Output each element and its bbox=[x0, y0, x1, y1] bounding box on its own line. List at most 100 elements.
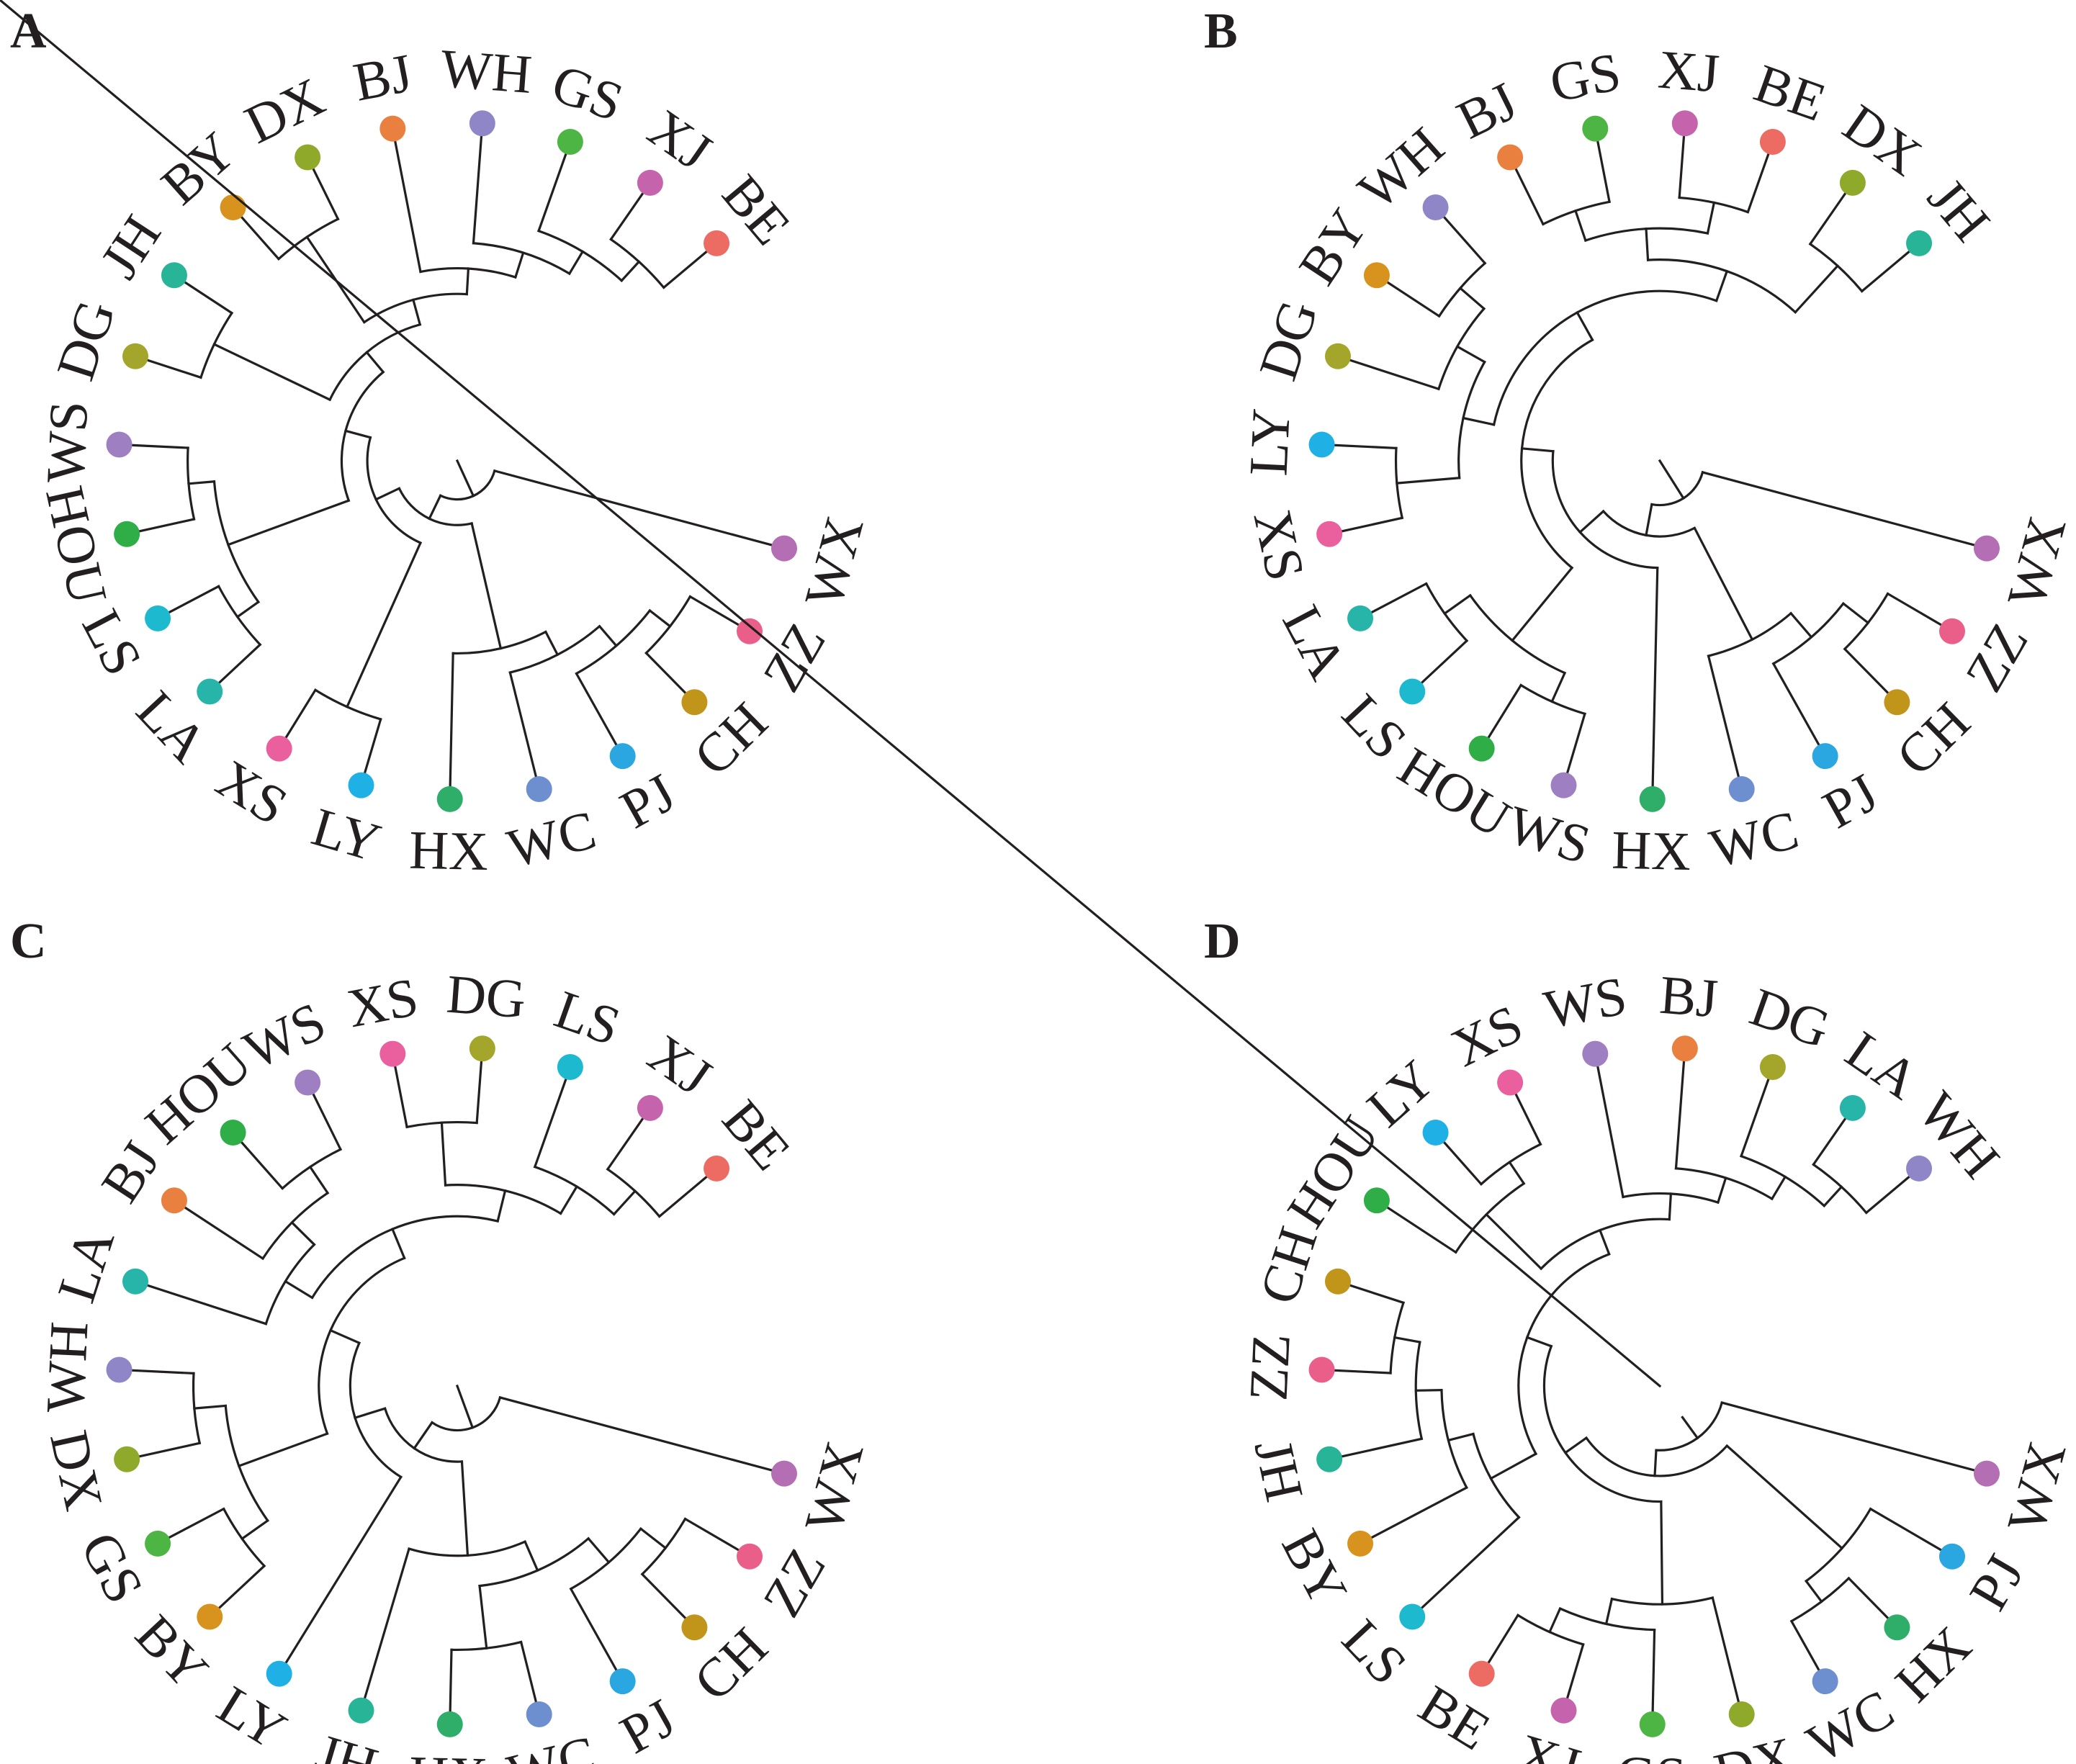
tip-label-xj: XJ bbox=[1511, 1722, 1587, 1764]
tree-branch bbox=[374, 487, 401, 501]
tip-label-wc: WC bbox=[502, 1724, 602, 1764]
tree-arc bbox=[1542, 1344, 1663, 1503]
tip-label-xj: XJ bbox=[637, 1023, 722, 1107]
tree-arc bbox=[419, 266, 517, 279]
tree-branch bbox=[508, 671, 541, 791]
tree-branch bbox=[1447, 1432, 1475, 1442]
tree-branch bbox=[1770, 1175, 1787, 1201]
tree-arc bbox=[277, 217, 340, 261]
tree-branch bbox=[354, 1407, 387, 1420]
tip-dot-pj bbox=[1939, 1543, 1966, 1570]
tip-label-xs: XS bbox=[343, 966, 423, 1039]
tree-arc bbox=[397, 487, 474, 526]
tree-arc bbox=[1584, 1436, 1729, 1477]
tree-arc bbox=[222, 1507, 266, 1568]
tip-label-pj: PJ bbox=[611, 762, 686, 840]
tip-dot-bj bbox=[379, 115, 406, 142]
tip-dot-ch bbox=[681, 689, 708, 716]
tip-dot-wh bbox=[1906, 1155, 1933, 1182]
tip-dot-wc bbox=[526, 1701, 552, 1728]
tree-branch bbox=[212, 342, 332, 402]
tree-branch bbox=[1805, 1579, 1823, 1603]
tree-arc bbox=[1394, 446, 1404, 520]
tree-branch bbox=[1455, 345, 1486, 364]
tree-branch bbox=[237, 1432, 329, 1468]
tip-dot-ws bbox=[106, 431, 132, 458]
tip-dot-gs bbox=[557, 128, 583, 155]
tip-label-bj: BJ bbox=[90, 1131, 172, 1212]
tree-branch bbox=[472, 122, 484, 245]
tree-arc bbox=[261, 1191, 330, 1261]
tree-branch bbox=[648, 608, 672, 629]
tree-arc bbox=[1440, 1388, 1468, 1490]
tree-branch bbox=[569, 1587, 624, 1683]
tree-arc bbox=[1454, 1182, 1526, 1254]
tip-dot-wc bbox=[1728, 776, 1755, 803]
tree-branch bbox=[343, 429, 372, 439]
tree-branch bbox=[226, 499, 351, 546]
tip-label-ls: LS bbox=[71, 600, 154, 685]
tip-dot-by bbox=[1363, 262, 1390, 289]
tree-arc bbox=[1492, 289, 1718, 426]
tree-arc bbox=[1519, 683, 1586, 716]
tree-branch bbox=[449, 652, 454, 801]
tree-arc bbox=[1808, 242, 1864, 293]
tree-branch bbox=[544, 630, 560, 657]
tree-branch bbox=[1823, 1185, 1843, 1208]
tip-dot-hx bbox=[436, 1711, 463, 1737]
tip-label-be: BE bbox=[1747, 53, 1833, 133]
tip-label-hx: HX bbox=[1611, 820, 1691, 882]
tree-arc bbox=[1771, 601, 1846, 665]
tree-branch bbox=[1393, 1336, 1421, 1344]
tree-branch bbox=[1841, 601, 1870, 625]
tip-dot-ly bbox=[348, 772, 374, 798]
tree-arc bbox=[1805, 1507, 1872, 1583]
tip-dot-wh bbox=[469, 110, 495, 137]
tree-arc bbox=[1520, 338, 1594, 570]
tree-branch bbox=[586, 1536, 611, 1565]
tree-arc bbox=[1551, 449, 1659, 570]
tree-arc bbox=[1541, 200, 1611, 226]
tree-branch bbox=[413, 1421, 434, 1450]
tip-dot-dg bbox=[469, 1035, 495, 1062]
tip-dot-ly bbox=[1308, 431, 1335, 458]
tip-label-wc: WC bbox=[1704, 799, 1805, 879]
tip-dot-ly bbox=[1422, 1119, 1449, 1146]
tree-branch bbox=[1336, 354, 1440, 391]
tree-branch bbox=[1525, 1336, 1553, 1348]
tree-branch bbox=[187, 480, 216, 485]
tree-arc bbox=[224, 1404, 269, 1523]
tip-label-ly: LY bbox=[207, 1675, 297, 1762]
tip-label-xj: XJ bbox=[1656, 39, 1721, 104]
tip-dot-dx bbox=[114, 1446, 140, 1472]
tip-dot-ch bbox=[681, 1614, 708, 1641]
tip-dot-xs bbox=[379, 1040, 406, 1067]
tip-label-ch: CH bbox=[1248, 1220, 1329, 1310]
tree-branch bbox=[524, 1540, 539, 1572]
tip-label-ws: WS bbox=[35, 400, 99, 485]
tree-arc bbox=[575, 608, 652, 675]
tree-arc bbox=[280, 1148, 343, 1190]
tip-label-jh: JH bbox=[1243, 1434, 1315, 1507]
tree-arc bbox=[362, 292, 469, 324]
root-stub bbox=[455, 1384, 475, 1429]
tree-arc bbox=[1539, 1218, 1671, 1271]
tip-label-wx: WX bbox=[794, 510, 876, 613]
tip-dot-wx bbox=[1973, 1460, 2000, 1487]
tip-label-ly: LY bbox=[1238, 407, 1301, 477]
tree-branch bbox=[1707, 654, 1743, 791]
tree-arc bbox=[537, 229, 624, 283]
tip-dot-by bbox=[1347, 1530, 1374, 1557]
tip-label-xs: XS bbox=[206, 749, 297, 837]
tree-branch bbox=[1510, 566, 1574, 642]
tip-dot-bj bbox=[1497, 144, 1524, 171]
tip-label-zz: ZZ bbox=[752, 1539, 837, 1627]
tip-dot-dg bbox=[1325, 343, 1352, 369]
tip-label-pj: PJ bbox=[1958, 1545, 2036, 1620]
tip-label-hx: HX bbox=[408, 820, 489, 882]
tree-arc bbox=[478, 1536, 590, 1588]
tree-arc bbox=[1437, 261, 1487, 318]
tip-dot-xs bbox=[1316, 521, 1343, 547]
